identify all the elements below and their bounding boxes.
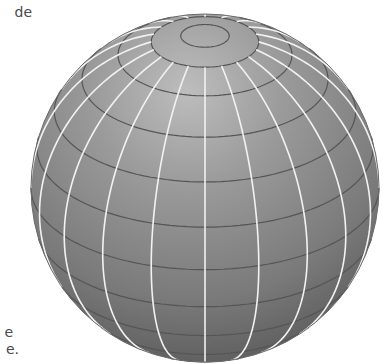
longitude-line: [249, 27, 300, 42]
longitude-line: [259, 42, 379, 188]
latitude-line: [181, 24, 229, 47]
longitude-line: [62, 34, 154, 89]
longitude-line: [103, 62, 174, 352]
longitude-line: [204, 67, 206, 362]
cut-off-text: de: [15, 4, 33, 20]
longitude-line: [31, 42, 151, 188]
longitude-line: [256, 50, 370, 287]
longitude-line: [222, 66, 259, 360]
longitude-line: [256, 34, 348, 89]
cut-off-text: e.: [6, 341, 19, 357]
latitude-line: [151, 17, 259, 67]
cut-off-text: e: [4, 324, 13, 340]
sphere-outline: [31, 14, 379, 362]
longitude-line: [151, 66, 188, 360]
longitude-line: [40, 50, 154, 287]
longitude-line: [249, 57, 346, 334]
longitude-line: [237, 62, 308, 352]
sphere: [31, 14, 379, 362]
